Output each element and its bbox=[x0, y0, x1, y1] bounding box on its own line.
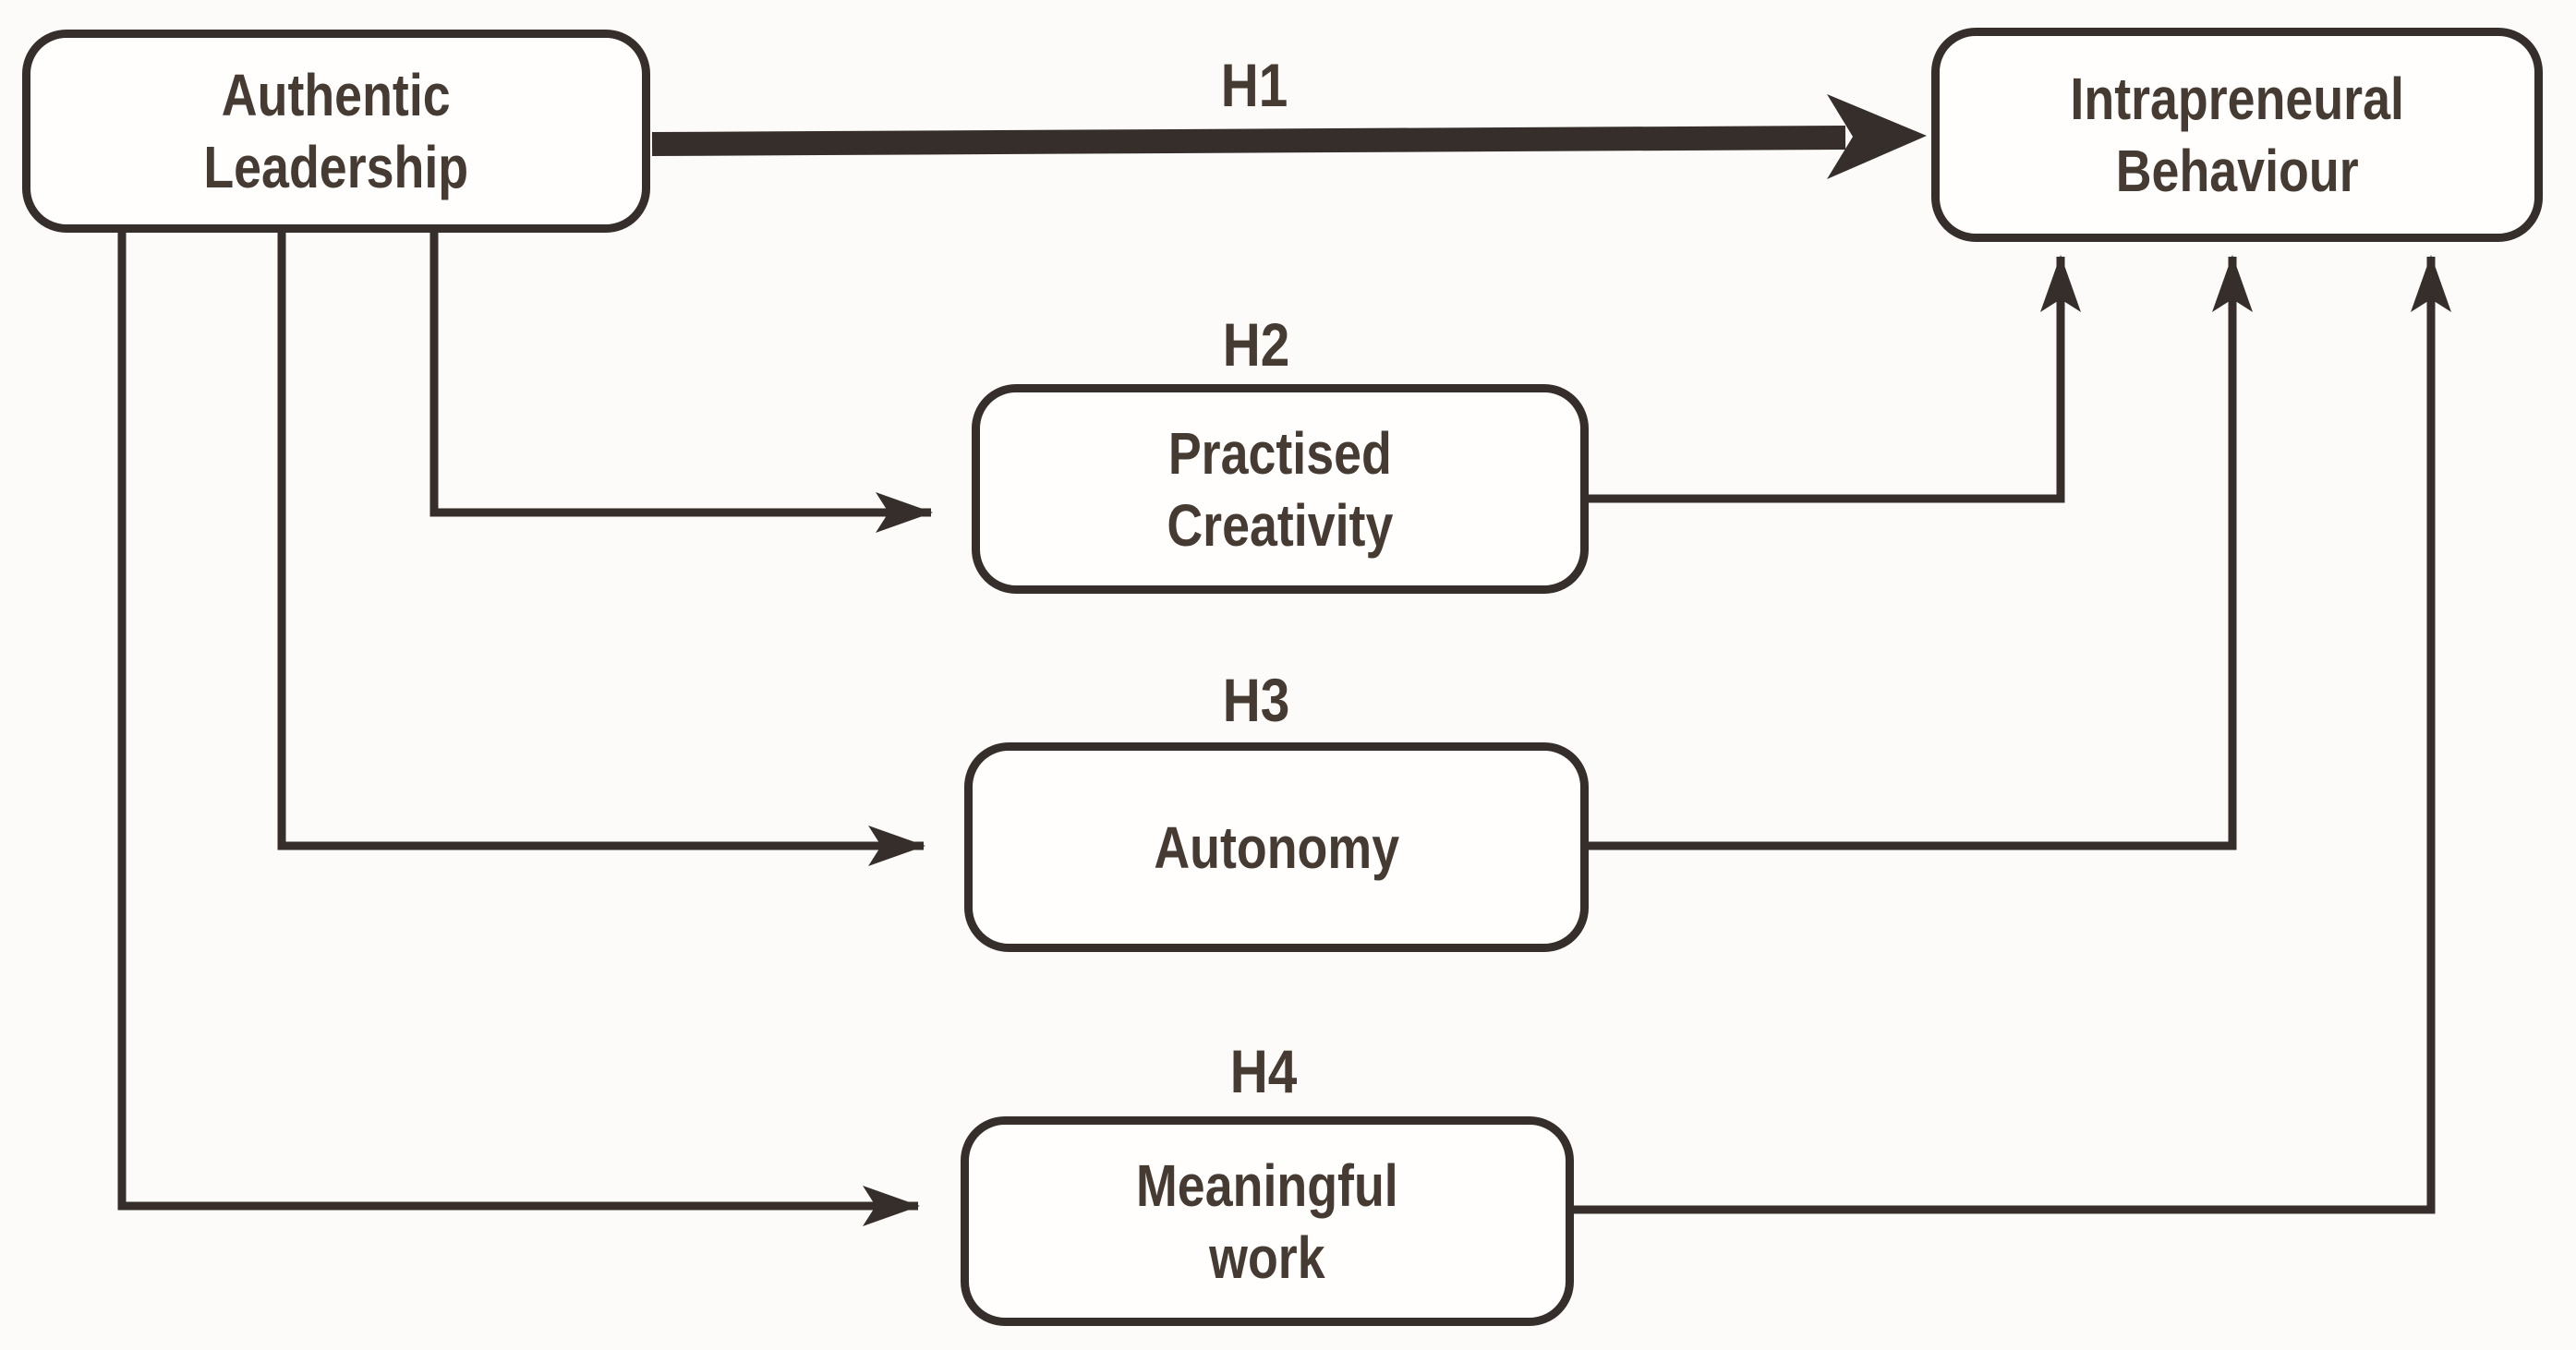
label-line: Intrapreneural bbox=[2070, 66, 2404, 132]
label-line: work bbox=[1209, 1223, 1325, 1291]
hypothesis-label-h1: H1 bbox=[1220, 51, 1288, 119]
hypothesis-label-h4: H4 bbox=[1229, 1037, 1298, 1105]
node-intrapreneural-behaviour: Intrapreneural Behaviour bbox=[1931, 28, 2543, 242]
node-practised-creativity-label: Practised Creativity bbox=[1167, 417, 1393, 561]
label-line: Autonomy bbox=[1154, 814, 1399, 881]
label-line: Practised bbox=[1167, 419, 1393, 487]
node-authentic-leadership-label: Authentic Leadership bbox=[204, 59, 469, 203]
arrow-practised-creativity-to-ib bbox=[1588, 255, 2081, 503]
label-line: Leadership bbox=[203, 134, 469, 200]
node-autonomy-label: Autonomy bbox=[1154, 812, 1399, 884]
arrow-al-to-practised-creativity bbox=[429, 233, 933, 533]
arrow-meaningful-work-to-ib bbox=[1574, 255, 2451, 1214]
arrow-al-to-autonomy bbox=[277, 233, 925, 866]
label-line: Behaviour bbox=[2115, 138, 2359, 204]
hypothesis-label-h3: H3 bbox=[1222, 666, 1290, 734]
label-line: Meaningful bbox=[1136, 1151, 1398, 1219]
label-line: Authentic bbox=[222, 62, 451, 128]
arrow-h1-direct bbox=[651, 94, 1927, 179]
node-autonomy: Autonomy bbox=[964, 742, 1589, 952]
arrow-al-to-meaningful-work bbox=[117, 233, 920, 1226]
node-authentic-leadership: Authentic Leadership bbox=[22, 30, 650, 233]
h1-arrow-shaft bbox=[651, 126, 1846, 156]
h1-arrowhead-icon bbox=[1827, 94, 1927, 179]
node-meaningful-work: Meaningful work bbox=[961, 1116, 1574, 1326]
hypothesis-label-h2: H2 bbox=[1222, 310, 1290, 379]
arrow-autonomy-to-ib bbox=[1588, 255, 2253, 850]
node-meaningful-work-label: Meaningful work bbox=[1136, 1150, 1398, 1294]
node-practised-creativity: Practised Creativity bbox=[972, 384, 1589, 594]
node-intrapreneural-behaviour-label: Intrapreneural Behaviour bbox=[2070, 63, 2403, 207]
label-line: Creativity bbox=[1167, 491, 1394, 559]
